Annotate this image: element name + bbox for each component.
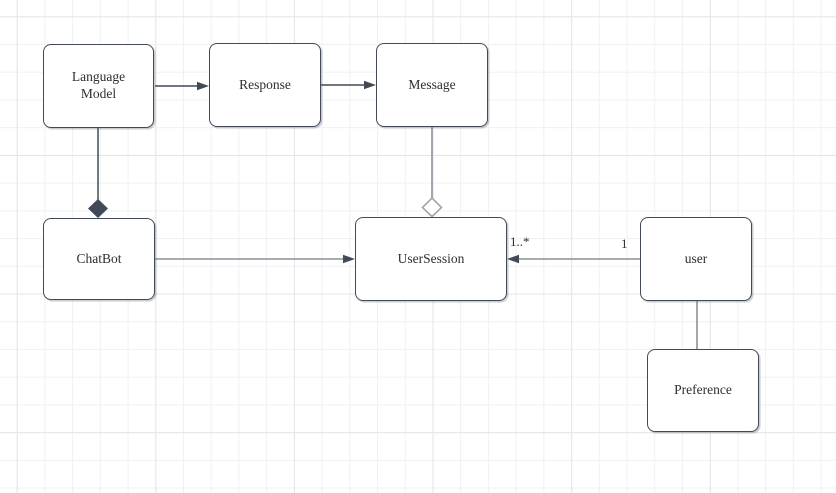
filled-diamond-icon xyxy=(88,199,108,218)
node-chatbot[interactable]: ChatBot xyxy=(43,218,155,300)
multiplicity-label-user-end: 1 xyxy=(621,236,628,251)
node-response[interactable]: Response xyxy=(209,43,321,127)
node-chatbot-label: ChatBot xyxy=(76,250,122,266)
node-usersession[interactable]: UserSession xyxy=(355,217,507,301)
multiplicity-label-usersession-end: 1..* xyxy=(510,234,530,249)
node-user-label: user xyxy=(684,250,708,266)
node-language-model-label: Language Model xyxy=(71,69,126,101)
open-diamond-icon xyxy=(421,196,443,218)
node-user[interactable]: user xyxy=(640,217,752,301)
edge-chatbot-to-usersession[interactable] xyxy=(155,254,355,264)
node-message[interactable]: Message xyxy=(376,43,488,127)
node-message-label: Message xyxy=(408,76,456,92)
edge-user-to-usersession[interactable] xyxy=(507,254,640,264)
edge-languagemodel-chatbot-composition[interactable] xyxy=(88,128,108,218)
edge-response-to-message[interactable] xyxy=(321,80,376,90)
node-usersession-label: UserSession xyxy=(397,250,465,266)
node-preference[interactable]: Preference xyxy=(647,349,759,432)
edge-message-usersession-aggregation[interactable] xyxy=(421,127,443,218)
node-language-model[interactable]: Language Model xyxy=(43,44,154,128)
node-response-label: Response xyxy=(239,76,291,92)
edge-languagemodel-to-response[interactable] xyxy=(155,81,209,91)
node-preference-label: Preference xyxy=(674,382,732,398)
